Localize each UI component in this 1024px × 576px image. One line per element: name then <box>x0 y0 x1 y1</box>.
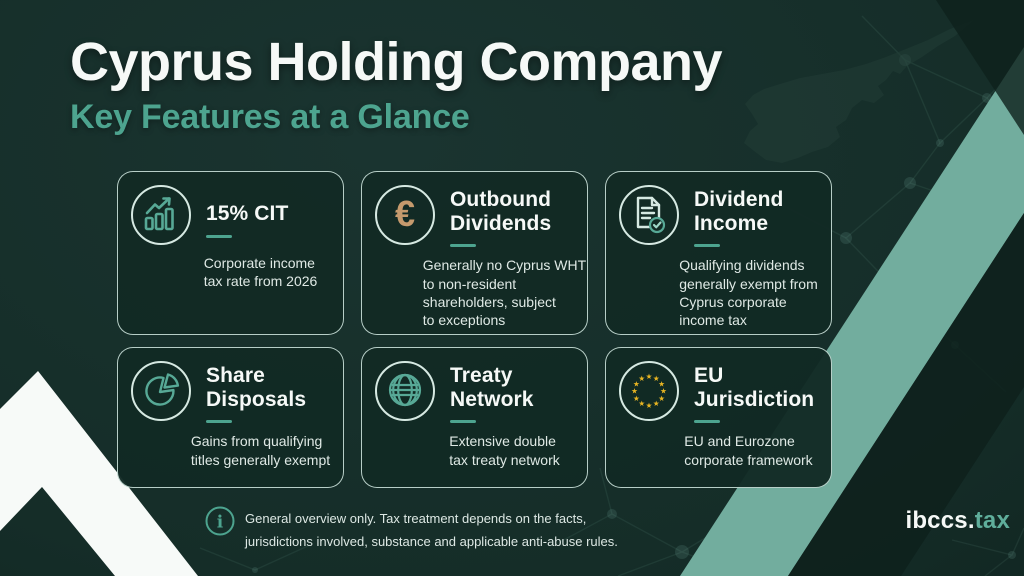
divider <box>694 420 720 424</box>
bar-chart-growth-icon <box>131 185 191 245</box>
divider <box>206 420 232 424</box>
svg-text:★: ★ <box>653 399 660 408</box>
eu-stars-icon: ★★ ★★ ★★ ★★ ★★ ★★ <box>619 361 679 421</box>
card-description: Gains from qualifying titles generally e… <box>190 433 331 468</box>
svg-text:★: ★ <box>653 374 660 383</box>
card-title: Share Disposals <box>206 364 307 411</box>
disclaimer: General overview only. Tax treatment dep… <box>245 507 618 553</box>
divider <box>694 244 720 248</box>
disclaimer-line-1: General overview only. Tax treatment dep… <box>245 511 587 526</box>
feature-card-cit: 15% CIT Corporate income tax rate from 2… <box>117 171 344 335</box>
brand-logo-name: ibccs. <box>905 507 975 534</box>
document-check-icon <box>619 185 679 245</box>
feature-card-treaty-network: Treaty Network Extensive double tax trea… <box>361 347 588 488</box>
euro-symbol: € <box>394 192 416 234</box>
card-title: Outbound Dividends <box>450 188 552 235</box>
feature-card-share-disposals: Share Disposals Gains from qualifying ti… <box>117 347 344 488</box>
divider <box>450 420 476 424</box>
header: Cyprus Holding Company Key Features at a… <box>70 32 723 137</box>
feature-card-eu-jurisdiction: ★★ ★★ ★★ ★★ ★★ ★★ EU Jurisdiction EU and… <box>605 347 832 488</box>
corner-band-dark <box>936 0 1024 135</box>
card-description: Corporate income tax rate from 2026 <box>203 255 318 290</box>
feature-card-dividend-income: Dividend Income Qualifying dividends gen… <box>605 171 832 335</box>
page-subtitle: Key Features at a Glance <box>70 97 470 136</box>
card-title: Treaty Network <box>450 364 534 411</box>
disclaimer-line-2: jurisdictions involved, substance and ap… <box>245 534 618 549</box>
globe-icon <box>375 361 435 421</box>
svg-text:★: ★ <box>660 387 667 396</box>
euro-icon: € <box>375 185 435 245</box>
card-description: Generally no Cyprus WHT to non-resident … <box>422 257 587 329</box>
card-title: 15% CIT <box>206 202 289 225</box>
diagonal-band-dark <box>788 213 1024 576</box>
svg-text:★: ★ <box>658 379 665 388</box>
svg-text:★: ★ <box>646 372 653 381</box>
feature-card-outbound-dividends: € Outbound Dividends Generally no Cyprus… <box>361 171 588 335</box>
card-description: Qualifying dividends generally exempt fr… <box>679 257 818 329</box>
svg-text:★: ★ <box>631 387 638 396</box>
card-description: Extensive double tax treaty network <box>449 433 560 468</box>
card-title: Dividend Income <box>694 188 784 235</box>
card-description: EU and Eurozone corporate framework <box>684 433 813 468</box>
page-title: Cyprus Holding Company <box>70 32 723 92</box>
svg-text:★: ★ <box>638 374 645 383</box>
pie-chart-icon <box>131 361 191 421</box>
brand-logo-tld: tax <box>974 507 1010 534</box>
chevron-logo-shape <box>0 371 198 576</box>
svg-text:★: ★ <box>658 394 665 403</box>
card-title: EU Jurisdiction <box>694 364 815 411</box>
svg-text:★: ★ <box>633 394 640 403</box>
divider <box>206 234 232 238</box>
divider <box>450 244 476 248</box>
brand-logo: ibccs.tax <box>905 507 1010 535</box>
svg-text:i: i <box>217 513 224 533</box>
svg-text:★: ★ <box>646 401 653 410</box>
svg-text:★: ★ <box>638 399 645 408</box>
cyprus-map <box>744 20 974 163</box>
info-icon: i <box>204 505 236 537</box>
svg-text:★: ★ <box>633 379 640 388</box>
